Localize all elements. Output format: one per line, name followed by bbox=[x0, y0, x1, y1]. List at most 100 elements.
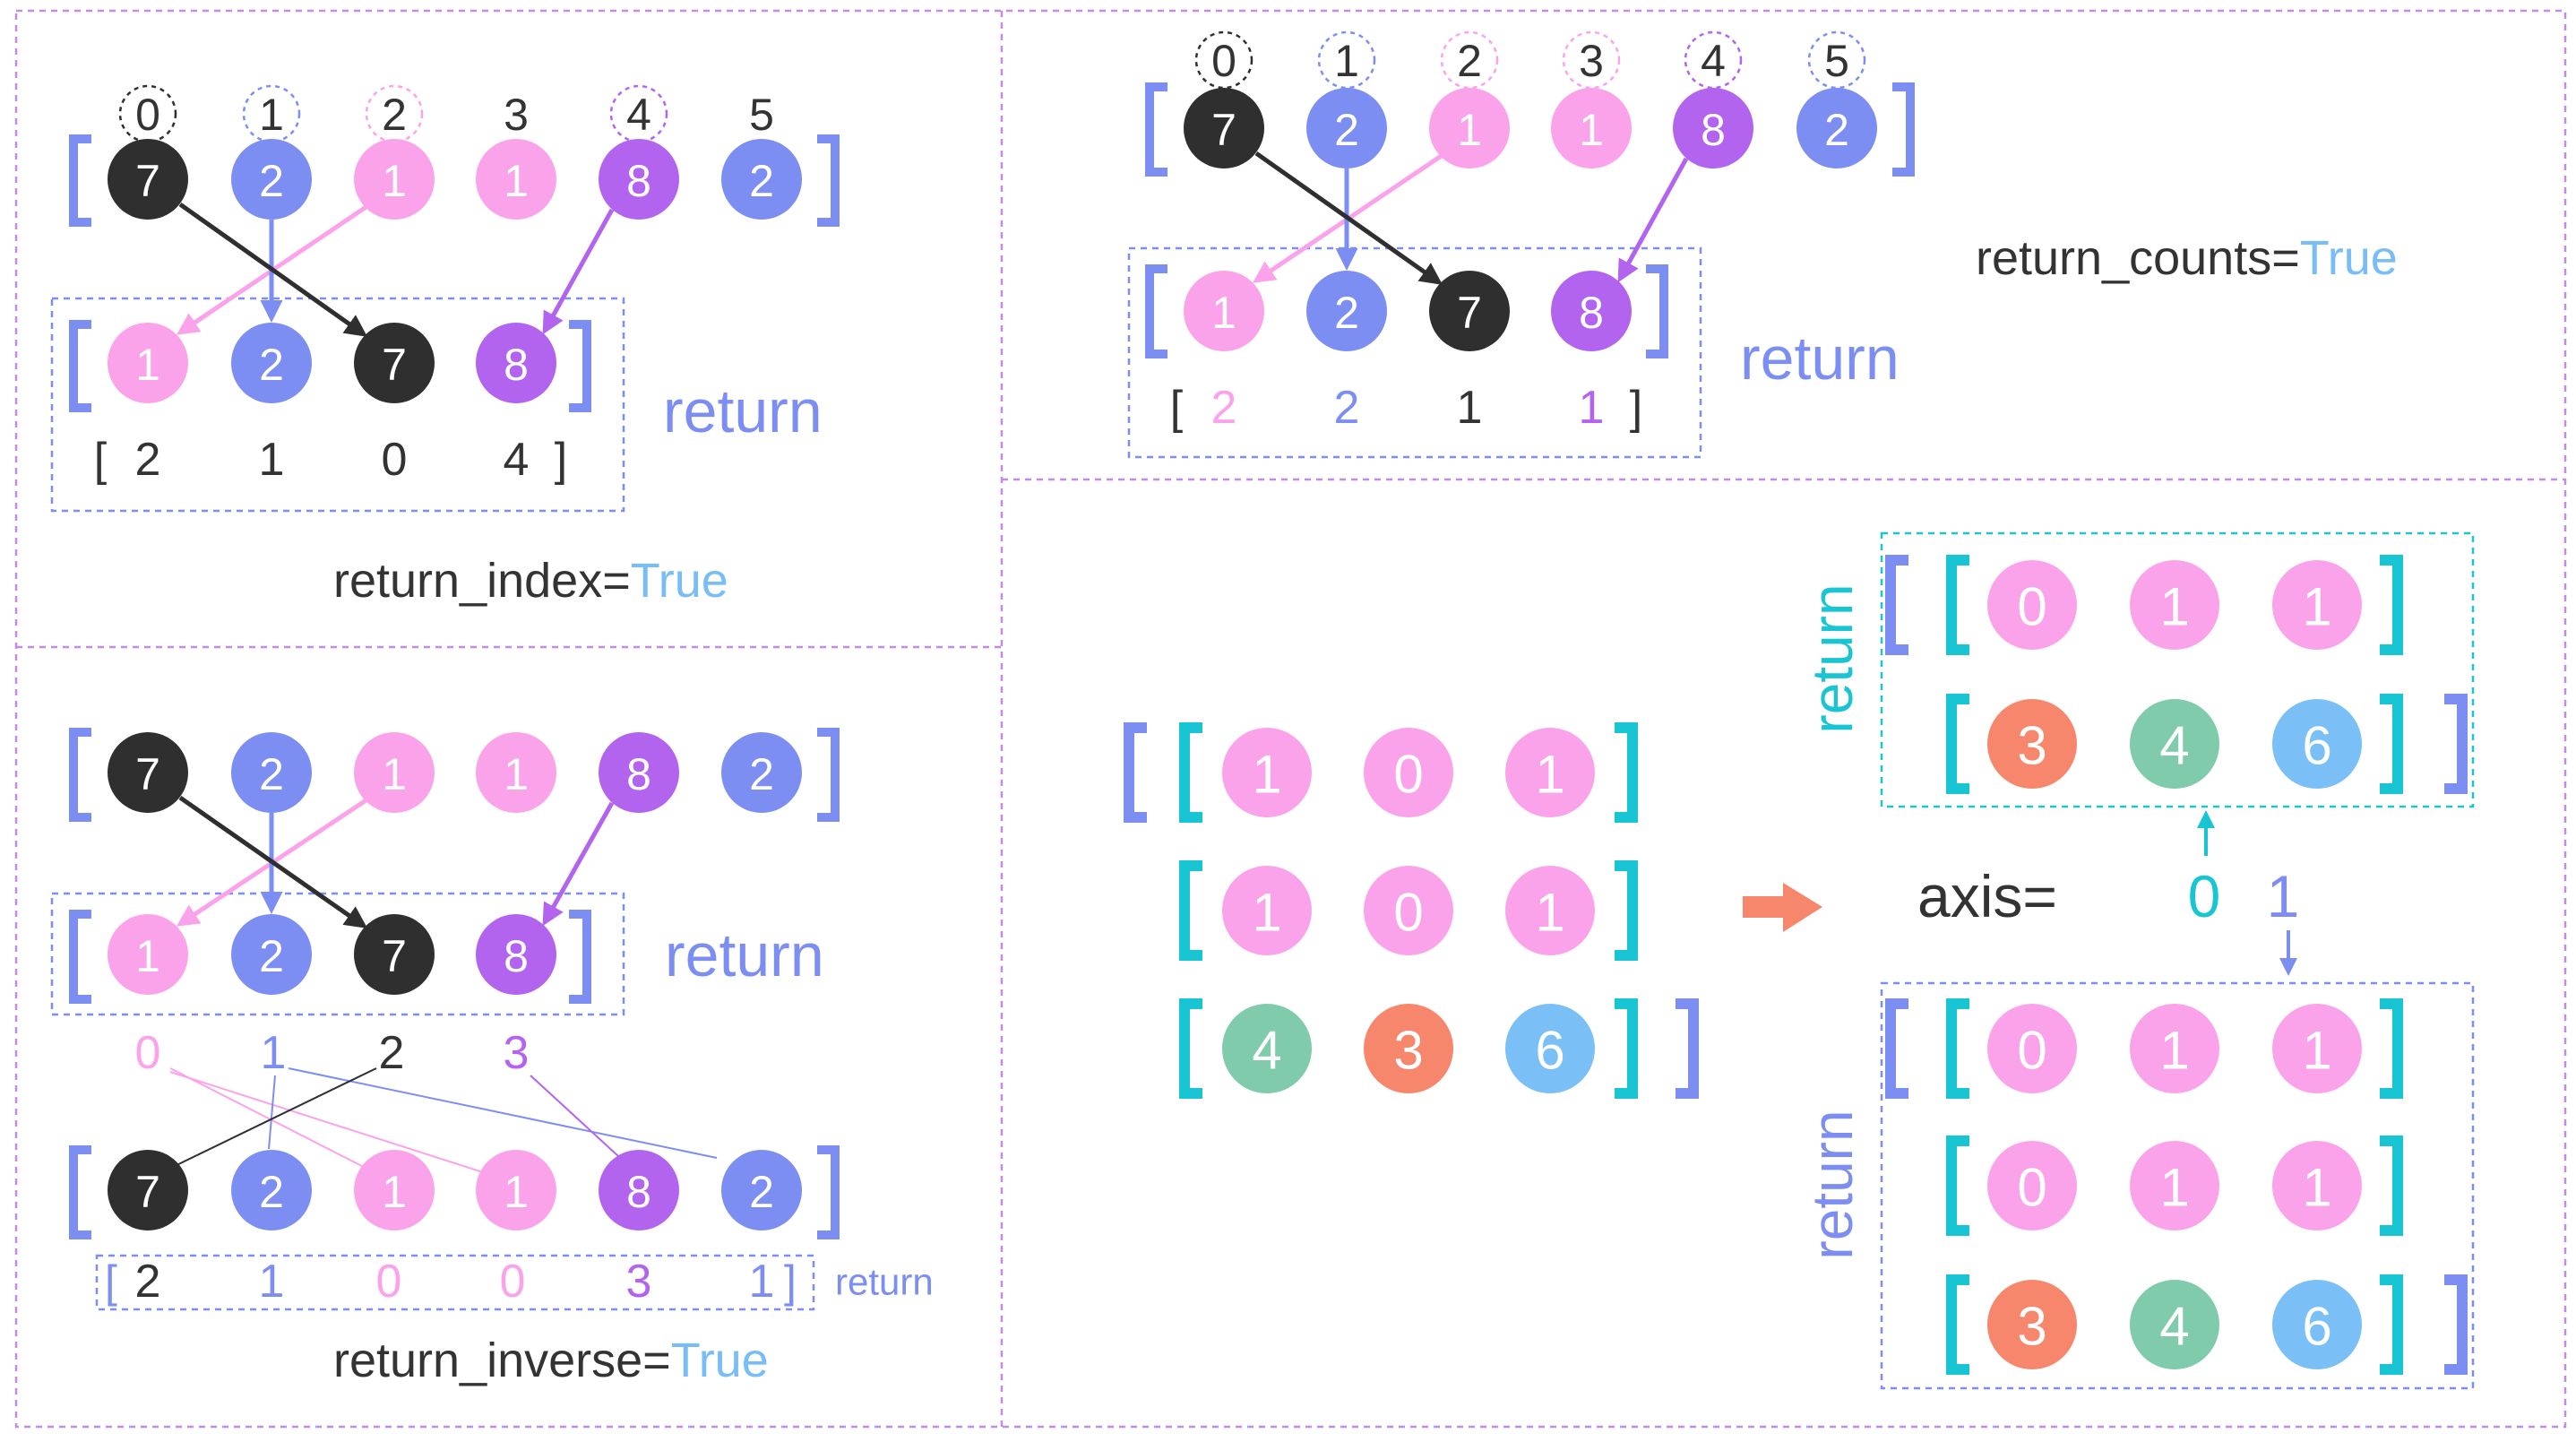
axis1-element-disc bbox=[1987, 1280, 2077, 1369]
unique-element-value: 1 bbox=[1211, 288, 1236, 338]
axis1-element-disc bbox=[2130, 1004, 2219, 1093]
input-element-disc bbox=[354, 139, 435, 220]
matrix-element-value: 6 bbox=[1535, 1021, 1564, 1081]
unique-element-disc bbox=[476, 323, 556, 403]
unique-element: 7 bbox=[354, 914, 435, 995]
rebuilt-element-value: 2 bbox=[749, 1167, 774, 1217]
matrix-element-value: 0 bbox=[1393, 745, 1423, 805]
matrix-element-disc bbox=[1222, 1004, 1312, 1093]
unique-element-value: 2 bbox=[259, 931, 284, 981]
inverse-link-1b bbox=[288, 1067, 718, 1159]
input-element-value: 2 bbox=[749, 749, 774, 799]
index-result-value: 0 bbox=[382, 434, 408, 486]
index-label: 1 bbox=[259, 90, 284, 140]
axis1-element-value: 0 bbox=[2017, 1158, 2046, 1218]
inverse-link-3 bbox=[530, 1075, 619, 1157]
unique-element: 2 bbox=[1306, 271, 1387, 351]
param-return-inverse: return_inverse=True bbox=[333, 1334, 769, 1387]
axis0-element-value: 0 bbox=[2017, 577, 2046, 637]
input-element: 1 bbox=[476, 732, 556, 813]
matrix-element-disc bbox=[1505, 866, 1595, 955]
input-element-value: 8 bbox=[626, 749, 651, 799]
matrix-element-disc bbox=[1505, 1004, 1595, 1093]
input-element-value: 2 bbox=[1824, 105, 1849, 155]
index-label: 5 bbox=[749, 90, 774, 140]
input-element: 2 bbox=[1796, 88, 1877, 168]
input-element-disc bbox=[476, 139, 556, 220]
inverse-link-2 bbox=[172, 1067, 377, 1168]
matrix-element: 1 bbox=[1505, 866, 1595, 955]
axis1-element: 0 bbox=[1987, 1004, 2077, 1093]
unique-close-bracket bbox=[1646, 264, 1668, 358]
rebuilt-open-bracket bbox=[69, 1145, 91, 1239]
row-close-bracket bbox=[1615, 998, 1638, 1099]
axis0-element-value: 4 bbox=[2159, 716, 2189, 776]
axis1-outer-open bbox=[1885, 998, 1908, 1099]
matrix-element-value: 1 bbox=[1535, 883, 1564, 943]
input-element: 8 bbox=[1673, 88, 1753, 168]
input-element-disc bbox=[231, 139, 312, 220]
index-marker-1 bbox=[242, 84, 301, 143]
input-element-disc bbox=[599, 732, 679, 813]
axis1-element-value: 1 bbox=[2159, 1158, 2189, 1218]
index-label: 5 bbox=[1824, 36, 1849, 86]
rebuilt-element-value: 7 bbox=[135, 1167, 160, 1217]
unique-close-bracket bbox=[569, 910, 591, 1004]
input-element-value: 1 bbox=[382, 156, 407, 206]
arrow-first-7 bbox=[178, 795, 368, 928]
index-label: 2 bbox=[382, 90, 407, 140]
inverse-box bbox=[95, 1254, 815, 1311]
input-element-disc bbox=[108, 139, 188, 220]
matrix-element-value: 1 bbox=[1252, 745, 1281, 805]
unique-element-value: 1 bbox=[135, 931, 160, 981]
input-element-disc bbox=[1673, 88, 1753, 168]
axis0-outer-close bbox=[2444, 694, 2468, 794]
axis1-element-value: 3 bbox=[2017, 1297, 2046, 1357]
rebuilt-element: 7 bbox=[108, 1150, 188, 1230]
input-element-value: 1 bbox=[1457, 105, 1482, 155]
return-label: return bbox=[1740, 324, 1900, 393]
input-element-disc bbox=[1429, 88, 1510, 168]
axis1-element: 1 bbox=[2272, 1004, 2362, 1093]
axis1-result-box bbox=[1880, 981, 2475, 1390]
unique-element-disc bbox=[108, 323, 188, 403]
inverse-value: 2 bbox=[135, 1256, 161, 1308]
param-return-index-value: True bbox=[631, 554, 728, 608]
unique-element-disc bbox=[108, 914, 188, 995]
axis1-element: 0 bbox=[1987, 1141, 2077, 1230]
unique-element: 8 bbox=[1551, 271, 1632, 351]
rebuilt-element: 8 bbox=[599, 1150, 679, 1230]
unique-element: 1 bbox=[1184, 271, 1264, 351]
input-element-disc bbox=[1306, 88, 1387, 168]
input-element-value: 7 bbox=[135, 156, 160, 206]
index-result-value: 1 bbox=[259, 434, 285, 486]
index-marker bbox=[1562, 30, 1621, 90]
matrix-element-value: 0 bbox=[1393, 883, 1423, 943]
index-marker-0 bbox=[118, 84, 177, 143]
rebuilt-element: 2 bbox=[231, 1150, 312, 1230]
input-element-value: 8 bbox=[1701, 105, 1726, 155]
axis1-row-open bbox=[1946, 998, 1969, 1099]
axis1-row-open bbox=[1946, 1135, 1969, 1236]
param-return-counts: return_counts=True bbox=[1976, 231, 2398, 285]
input-open-bracket bbox=[1145, 82, 1167, 177]
input-element-value: 7 bbox=[1211, 105, 1236, 155]
row-open-bracket bbox=[1179, 722, 1202, 823]
axis1-element-disc bbox=[2272, 1141, 2362, 1230]
matrix-element-value: 4 bbox=[1252, 1021, 1281, 1081]
axis1-element: 1 bbox=[2272, 1141, 2362, 1230]
input-open-bracket bbox=[69, 134, 91, 227]
index-result-close: ] bbox=[555, 434, 567, 486]
return-label: return bbox=[663, 377, 823, 445]
input-element-value: 2 bbox=[749, 156, 774, 206]
input-element-disc bbox=[1551, 88, 1632, 168]
matrix-element-disc bbox=[1222, 866, 1312, 955]
index-label: 3 bbox=[504, 90, 529, 140]
axis0-element: 0 bbox=[1987, 560, 2077, 650]
unique-open-bracket bbox=[69, 910, 91, 1004]
input-element-value: 2 bbox=[1334, 105, 1359, 155]
row-open-bracket bbox=[1179, 860, 1202, 961]
input-close-bracket bbox=[1892, 82, 1915, 177]
axis-0-value: 0 bbox=[2188, 863, 2221, 929]
